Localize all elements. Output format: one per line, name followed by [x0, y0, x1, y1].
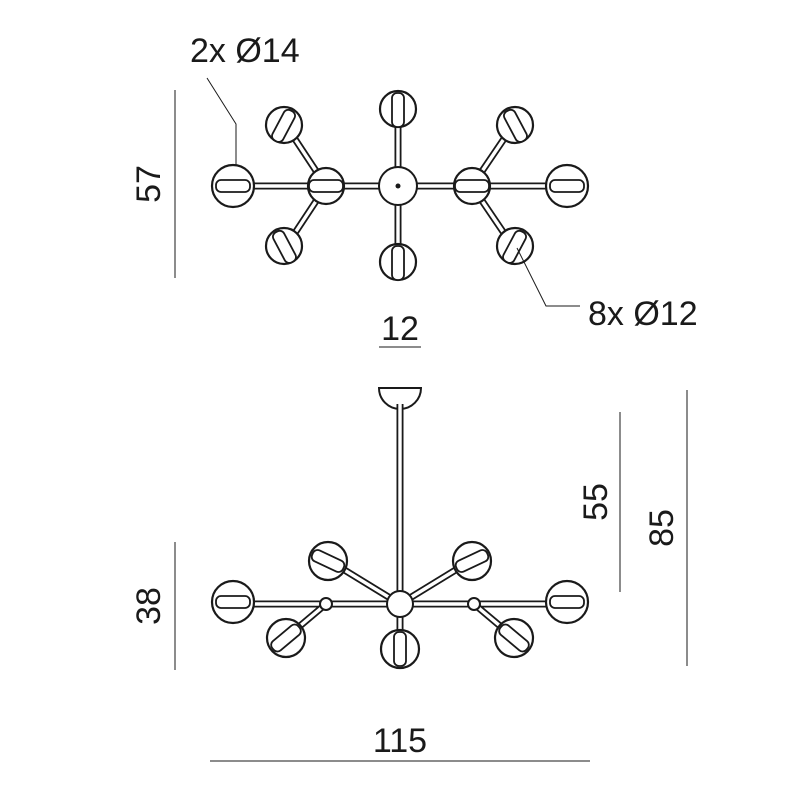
small-globe-bottom-center — [378, 242, 418, 282]
small-globe-lower-left — [264, 226, 304, 266]
depth-label: 57 — [130, 165, 168, 203]
small-globe-inner-right — [452, 166, 492, 206]
side-large-globe-right — [544, 579, 590, 625]
small-globe-lower-right — [495, 226, 535, 266]
large-globe-leader — [206, 77, 237, 166]
canopy-diameter-label: 12 — [381, 310, 419, 348]
side-joint-left — [319, 597, 333, 611]
side-view-dimensions: 55 85 38 115 — [130, 390, 688, 762]
side-large-globe-left — [210, 579, 256, 625]
small-globe-upper-right — [495, 105, 535, 145]
top-view-dimensions: 57 2x Ø14 8x Ø12 12 — [130, 32, 698, 348]
side-lower-globe-right — [493, 617, 535, 659]
canopy-hub — [378, 166, 418, 206]
total-height-label: 85 — [643, 509, 681, 547]
side-lower-globe-center — [379, 628, 421, 670]
side-upper-globe-right — [451, 540, 493, 582]
large-globe-left — [210, 163, 256, 209]
side-view — [210, 387, 590, 670]
small-globe-callout: 8x Ø12 — [588, 295, 698, 333]
small-globe-top-center — [378, 89, 418, 129]
small-globe-leader — [516, 247, 580, 307]
top-view — [210, 89, 590, 282]
body-height-label: 38 — [130, 587, 168, 625]
side-joint-right — [467, 597, 481, 611]
small-globe-upper-left — [264, 105, 304, 145]
large-globe-callout: 2x Ø14 — [190, 32, 300, 70]
side-center-hub — [386, 590, 414, 618]
total-width-label: 115 — [373, 722, 427, 760]
side-upper-globe-left — [307, 540, 349, 582]
large-globe-right — [544, 163, 590, 209]
drop-length-label: 55 — [577, 483, 615, 521]
side-lower-globe-left — [265, 617, 307, 659]
small-globe-inner-left — [306, 166, 346, 206]
